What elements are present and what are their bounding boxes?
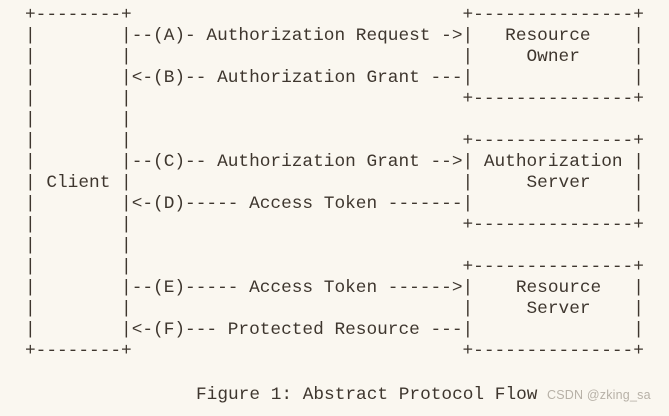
csdn-watermark: CSDN @zking_sa [547, 388, 651, 402]
figure-caption: Figure 1: Abstract Protocol Flow [196, 385, 538, 405]
ascii-diagram: +--------+ +---------------+ | |--(A)- A… [25, 5, 644, 361]
